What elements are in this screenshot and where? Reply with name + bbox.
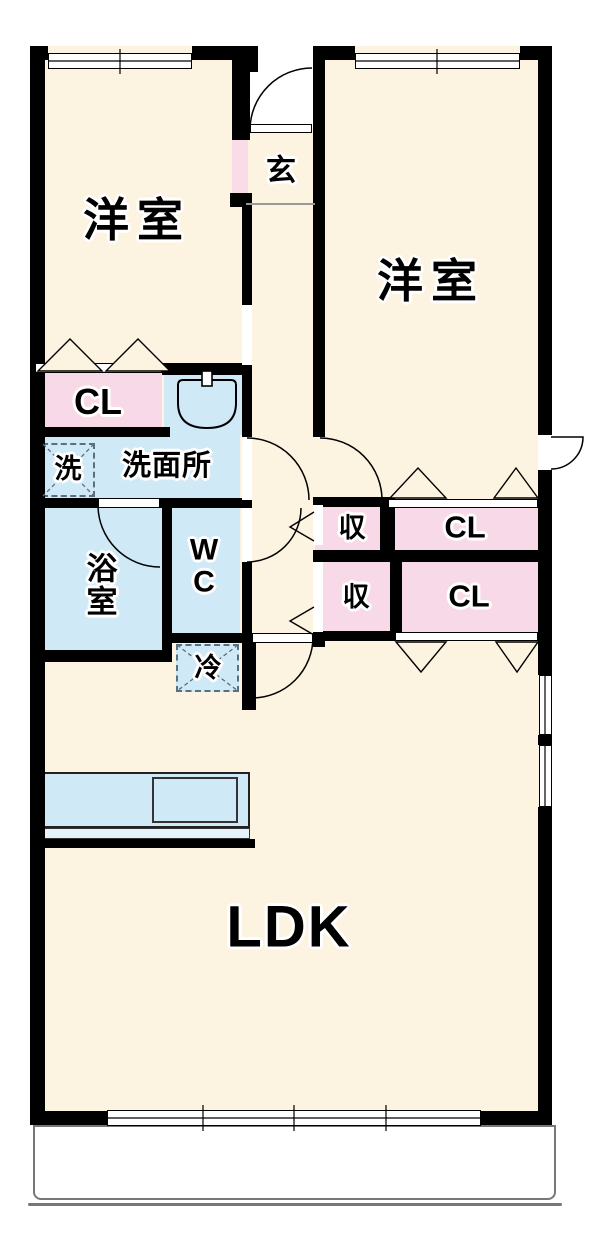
side-door-gap (538, 435, 552, 470)
ldk-side-window-lower (539, 745, 552, 807)
wall-corridor-left-3 (242, 500, 252, 508)
entrance-door-leaf (250, 124, 312, 133)
kitchen-base-wall (38, 839, 255, 848)
laundry-label: 洗 (54, 453, 82, 484)
kitchen-counter (38, 772, 250, 828)
wall-bedroom1-right (232, 60, 250, 140)
wall-corridor-left-1 (242, 205, 252, 305)
wall-bottom-b (481, 1111, 552, 1125)
storage-lower-label: 収 (342, 581, 370, 612)
washstand-area (164, 368, 242, 435)
closet-upper-right-area (388, 500, 538, 556)
bedroom2-label: 洋室 (377, 254, 485, 307)
bathroom-door-gap (98, 498, 160, 508)
wall-top-b (192, 46, 250, 60)
wall-bath-top-a (30, 498, 98, 508)
wall-right-b (538, 470, 552, 675)
closet-upper-right-track (388, 499, 538, 508)
wall-bottom-a (30, 1111, 107, 1125)
storage-upper-door-gap (313, 505, 323, 545)
closet-left-track (35, 363, 162, 373)
side-door-arc (550, 436, 584, 470)
wall-washstand-top (162, 363, 246, 375)
wall-right-c (538, 807, 552, 1125)
balcony (33, 1125, 556, 1200)
wall-bath-right (162, 508, 172, 650)
bedroom1-label: 洋室 (83, 193, 191, 246)
ldk-label: LDK (226, 894, 352, 960)
wall-bath-top-b (160, 498, 242, 508)
wall-corridor-right (313, 46, 325, 437)
wall-top-c (315, 46, 355, 60)
closet-lower-right-area (392, 560, 538, 635)
wall-storage-divider-upper (380, 497, 395, 555)
bedroom2-window (355, 53, 520, 69)
wall-storagerow-corner (313, 631, 325, 647)
kitchen-sink (152, 777, 238, 823)
refrigerator-label: 冷 (194, 652, 222, 683)
closet-left-label: CL (74, 381, 122, 423)
storage-upper-label: 収 (338, 512, 366, 543)
bedroom1-window (48, 53, 192, 69)
wall-bath-bottom (30, 650, 172, 662)
ldk-side-window-upper (539, 675, 552, 735)
ldk-balcony-window (107, 1110, 481, 1126)
closet-left-area (35, 373, 162, 430)
shoe-cabinet (232, 140, 248, 197)
balcony-rail (28, 1203, 562, 1206)
wall-corridor-left-5 (242, 633, 256, 710)
storage-lower-area (315, 560, 393, 635)
closet-lower-right-label: CL (448, 578, 490, 614)
wall-storagerow-bottom (313, 631, 395, 641)
wall-right-a (538, 46, 552, 435)
toilet-label: W C (189, 533, 219, 598)
toilet-door-gap (242, 508, 252, 562)
wall-storagerow-mid (313, 550, 538, 562)
washroom-door-gap (242, 437, 252, 500)
ldk-door-threshold (252, 633, 313, 643)
storage-upper-area (315, 498, 388, 558)
bedroom1-door-gap (242, 305, 252, 365)
wall-top-a (30, 46, 48, 60)
wall-left (30, 46, 45, 1125)
wall-corridor-left-4 (242, 562, 252, 633)
wall-toilet-bottom (172, 633, 242, 643)
kitchen-counter-edge (38, 828, 250, 839)
wall-closet-left-bottom (30, 427, 170, 437)
washroom-label: 洗面所 (121, 449, 213, 482)
wall-right-mullion (538, 735, 552, 745)
wall-storage-divider-lower (390, 555, 402, 641)
closet-lower-right-track (395, 632, 538, 641)
entrance-label: 玄 (266, 154, 296, 188)
bathroom-label: 浴 室 (86, 551, 118, 619)
wall-corridor-left-2 (242, 365, 252, 437)
toilet-area (172, 505, 240, 633)
closet-upper-right-label: CL (444, 509, 486, 545)
wall-storagerow-top (313, 497, 388, 507)
storage-lower-door-gap (313, 562, 323, 632)
